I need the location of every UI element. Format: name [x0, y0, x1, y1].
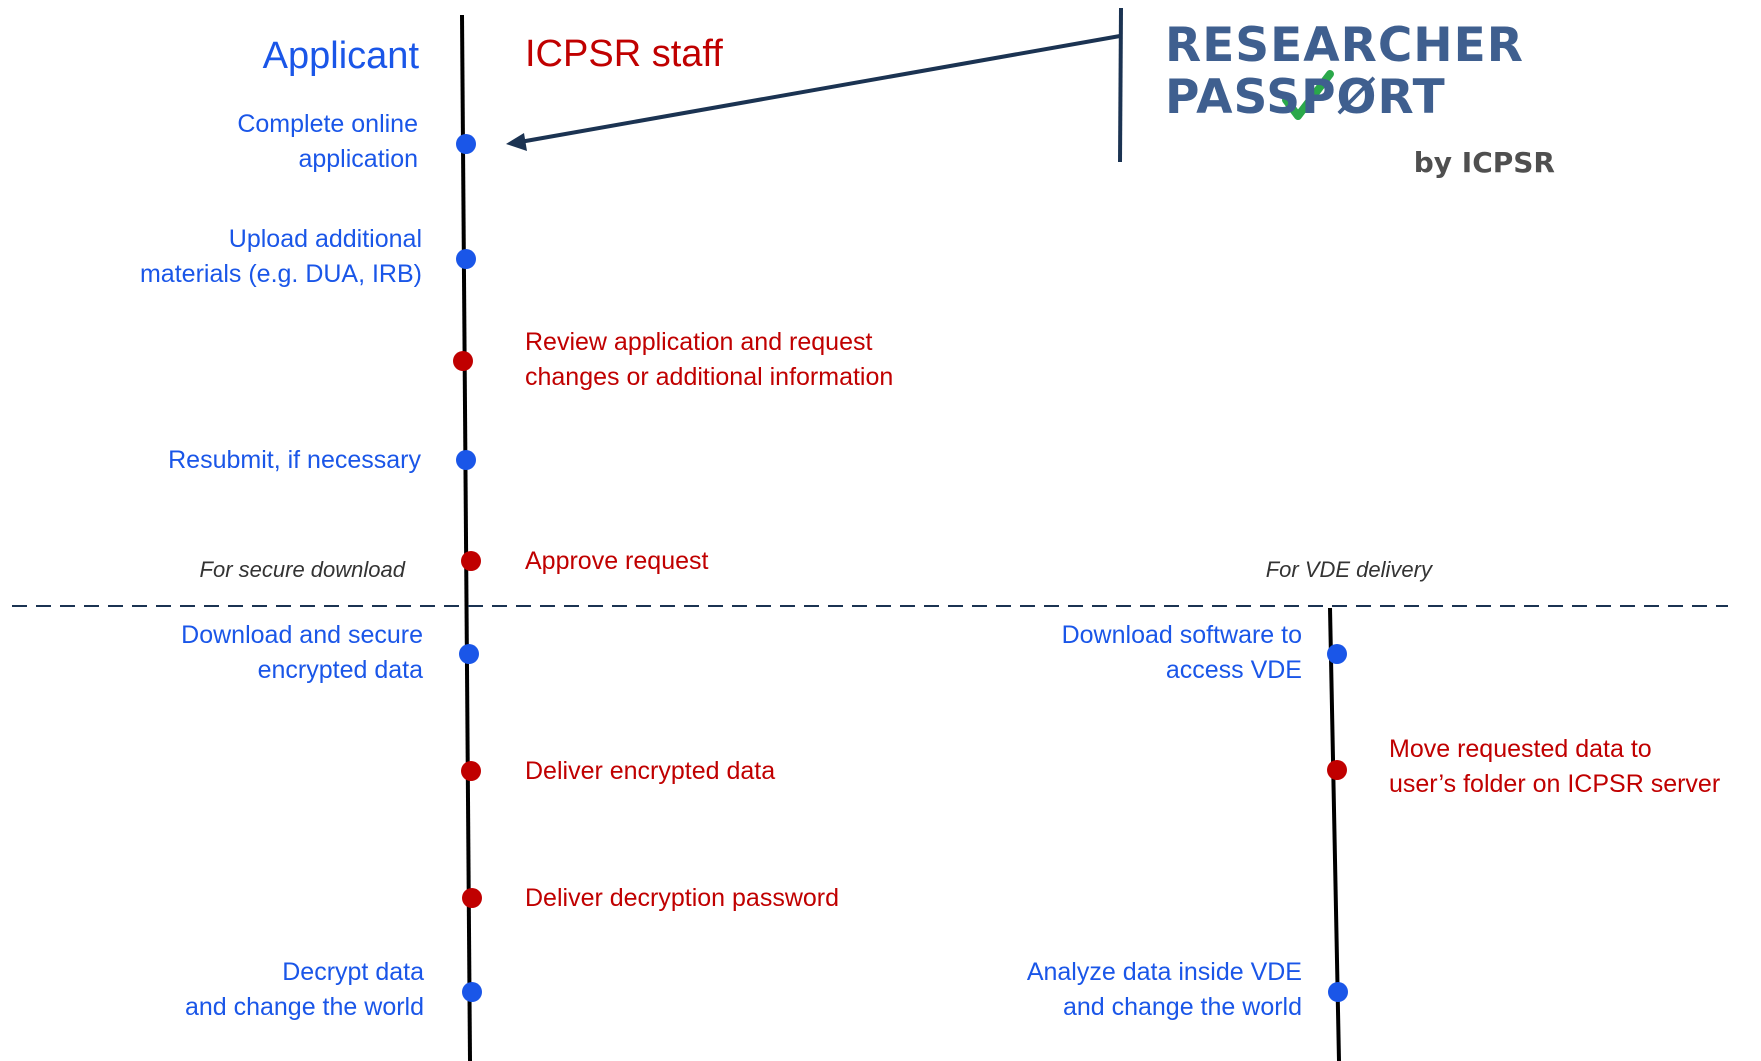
step-resubmit: Resubmit, if necessary — [168, 446, 421, 474]
node-move-data — [1327, 760, 1347, 780]
staff-header: ICPSR staff — [525, 33, 723, 75]
node-download-encrypted — [459, 644, 479, 664]
node-complete-application — [456, 134, 476, 154]
note-secure-download: For secure download — [199, 557, 405, 582]
node-resubmit — [456, 450, 476, 470]
step-move-data: Move requested data to user’s folder on … — [1389, 735, 1721, 798]
node-analyze-vde — [1328, 982, 1348, 1002]
node-decrypt-data — [462, 982, 482, 1002]
step-analyze-vde: Analyze data inside VDE and change the w… — [1026, 958, 1302, 1021]
step-deliver-password: Deliver decryption password — [525, 884, 840, 912]
step-deliver-encrypted: Deliver encrypted data — [525, 757, 776, 785]
logo-line-1: RESEARCHER — [1165, 18, 1524, 73]
logo-arrow-head — [506, 133, 527, 151]
main-timeline — [460, 14, 472, 1061]
note-vde-delivery: For VDE delivery — [1265, 557, 1432, 582]
node-review-application — [453, 351, 473, 371]
step-decrypt-data: Decrypt data and change the world — [184, 958, 424, 1021]
node-deliver-encrypted — [461, 761, 481, 781]
logo-arrow — [519, 34, 1121, 144]
node-deliver-password — [462, 888, 482, 908]
applicant-header: Applicant — [262, 35, 419, 77]
logo-line-2: PASSPØRT — [1165, 70, 1446, 125]
logo-line-3: by ICPSR — [1413, 146, 1555, 179]
logo-bracket — [1118, 7, 1123, 163]
step-complete-application: Complete online application — [237, 110, 418, 173]
step-download-software: Download software to access VDE — [1061, 621, 1302, 684]
node-approve-request — [461, 551, 481, 571]
step-approve-request: Approve request — [525, 547, 709, 575]
step-review-application: Review application and request changes o… — [525, 328, 894, 391]
node-upload-materials — [456, 249, 476, 269]
check-mark-icon — [1282, 70, 1334, 120]
node-download-software — [1327, 644, 1347, 664]
step-upload-materials: Upload additional materials (e.g. DUA, I… — [139, 225, 422, 288]
step-download-encrypted: Download and secure encrypted data — [181, 621, 423, 684]
